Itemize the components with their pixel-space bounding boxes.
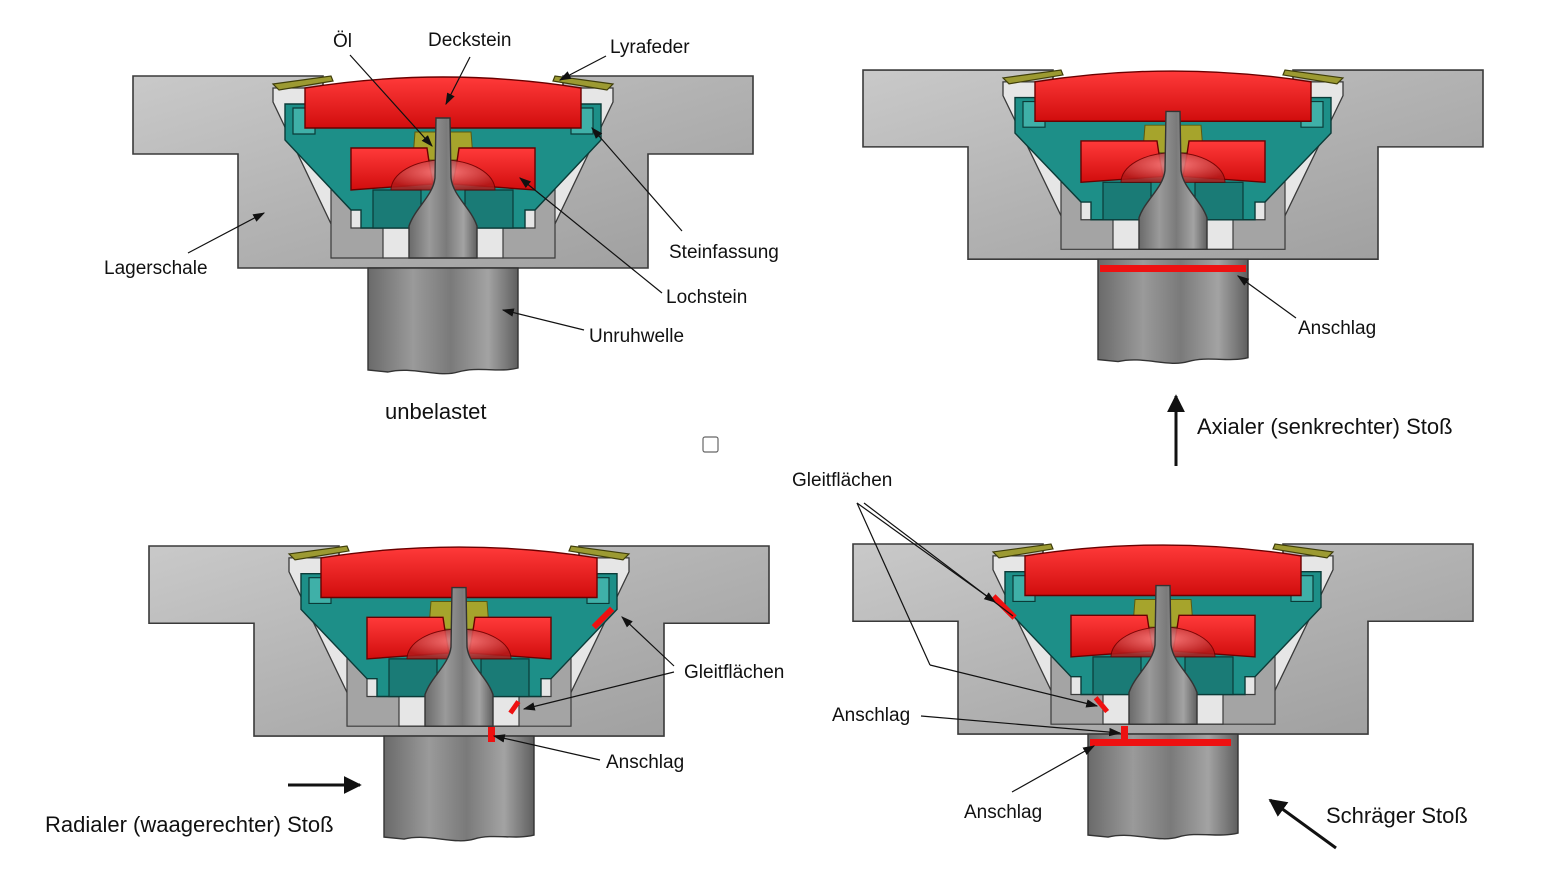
leader-hole-jewel [519, 177, 663, 294]
label-hole-jewel: Lochstein [666, 287, 747, 308]
label-jewel-setting: Steinfassung [669, 242, 779, 263]
leader-stop-oblique-1 [920, 715, 1122, 737]
leader-sliding-oblique-3 [863, 502, 1014, 617]
sliding-surface-radial-2 [508, 700, 521, 715]
label-stop-oblique-2: Anschlag [964, 802, 1042, 823]
label-lyra-spring: Lyrafeder [610, 37, 690, 58]
caption-unloaded: unbelastet [385, 399, 487, 424]
leader-sliding-oblique-2b [929, 664, 1099, 708]
leader-stop-radial [492, 734, 601, 761]
label-stop-oblique-1: Anschlag [832, 705, 910, 726]
leader-stop-oblique-2 [1011, 745, 1096, 793]
label-sliding-oblique: Gleitflächen [792, 470, 892, 491]
label-stop-axial: Anschlag [1298, 318, 1376, 339]
caption-radial: Radialer (waagerechter) Stoß [45, 812, 334, 837]
leader-oil [349, 54, 433, 147]
checkbox[interactable] [702, 436, 719, 453]
panel-axial: Anschlag Axialer (senkrechter) Stoß [862, 69, 1484, 466]
panel-unloaded: Öl Deckstein Lyrafeder Steinfassung Loch… [104, 30, 779, 424]
shock-arrow-oblique [1268, 798, 1337, 850]
stop-highlight-oblique-lower [1090, 739, 1231, 746]
leader-bearing-shell [187, 212, 266, 254]
leader-sliding-radial-2 [522, 671, 675, 711]
panel-radial: Gleitflächen Anschlag Radialer (waagerec… [45, 545, 784, 842]
label-cap-jewel: Deckstein [428, 30, 511, 51]
label-balance-shaft: Unruhwelle [589, 326, 684, 347]
leader-cap-jewel [445, 56, 471, 106]
leader-stop-axial [1237, 275, 1297, 319]
leader-balance-shaft [501, 308, 585, 331]
label-stop-radial: Anschlag [606, 752, 684, 773]
stop-highlight-oblique-upper [1121, 726, 1128, 740]
leader-lyra-spring [558, 55, 607, 81]
bearing-assembly-axial [862, 69, 1484, 365]
label-sliding-radial: Gleitflächen [684, 662, 784, 683]
caption-oblique: Schräger Stoß [1326, 803, 1468, 828]
leader-sliding-oblique-2 [856, 502, 931, 666]
label-bearing-shell: Lagerschale [104, 258, 208, 279]
bearing-assembly-radial [148, 545, 770, 842]
sliding-surface-radial-1 [591, 606, 615, 630]
stop-highlight-radial [488, 727, 495, 742]
label-oil: Öl [333, 31, 352, 52]
bearing-assembly-oblique [852, 543, 1474, 840]
leader-sliding-radial-1 [621, 616, 675, 667]
stop-highlight-axial [1100, 265, 1246, 272]
caption-axial: Axialer (senkrechter) Stoß [1197, 414, 1453, 439]
leader-jewel-setting [591, 127, 683, 232]
panel-oblique: Gleitflächen Anschlag Anschlag Schräger … [792, 470, 1474, 850]
